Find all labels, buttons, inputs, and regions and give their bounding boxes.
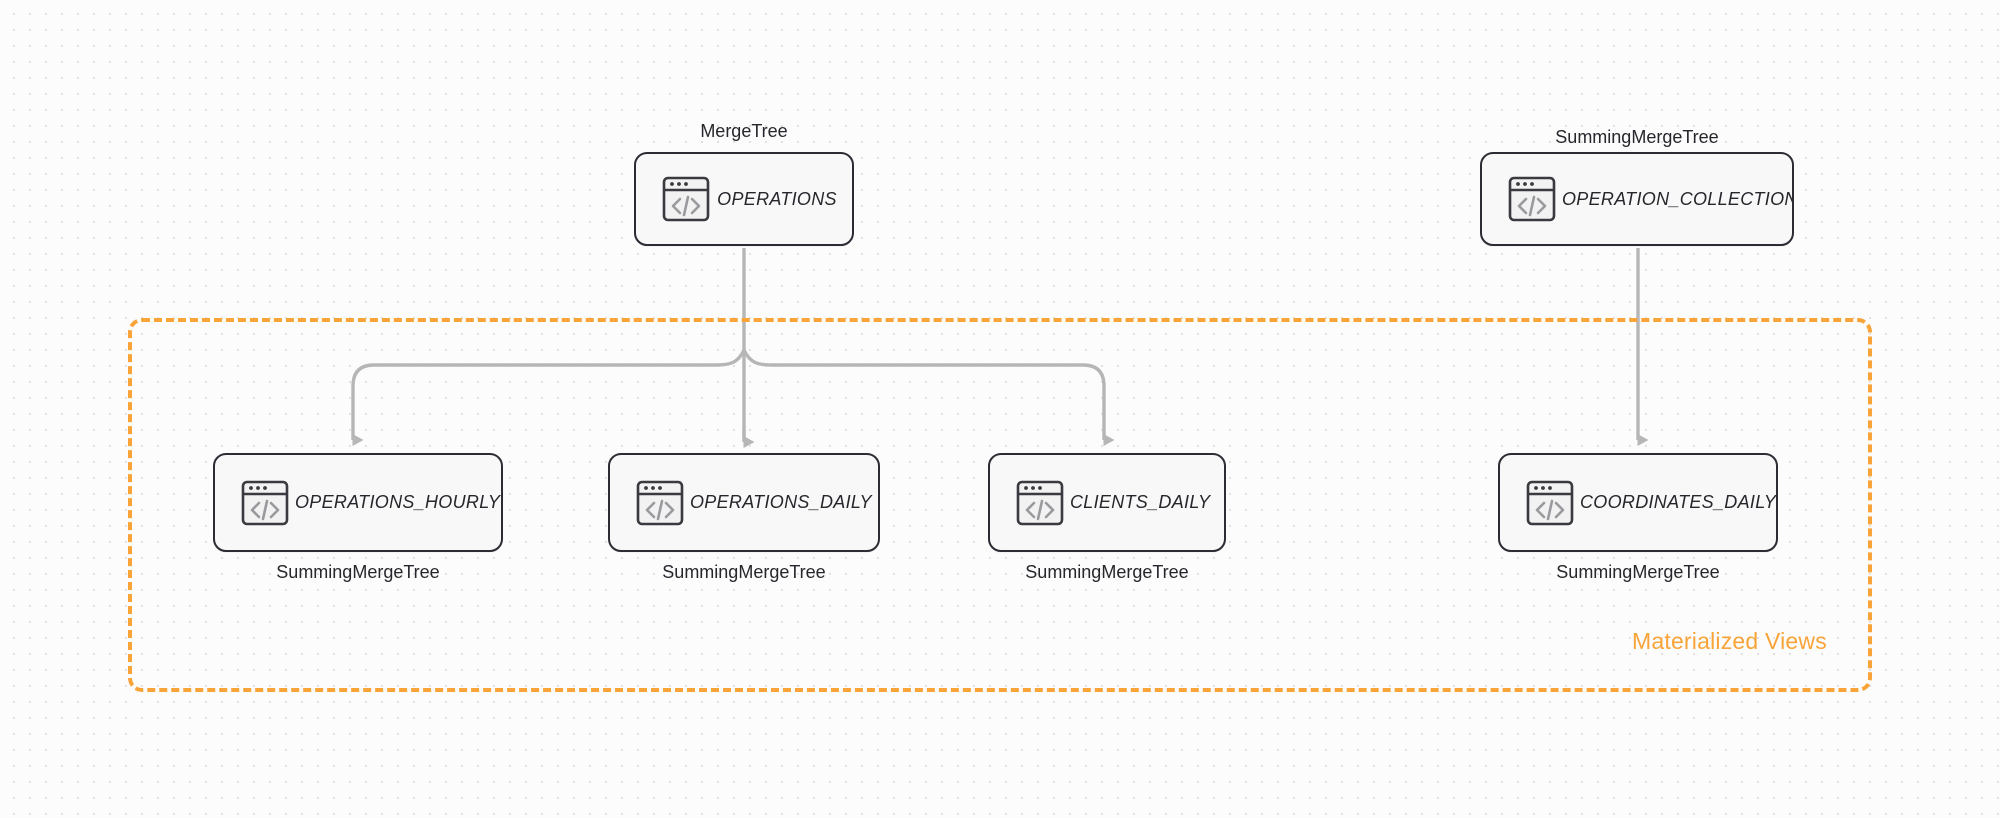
table-node-operations-hourly[interactable]: OPERATIONS_HOURLY (213, 453, 503, 552)
code-window-icon (662, 176, 710, 222)
code-window-icon (1016, 480, 1064, 525)
engine-caption-operations-hourly: SummingMergeTree (276, 562, 440, 582)
table-node-title: COORDINATES_DAILY (1580, 492, 1776, 512)
table-node-clients-daily[interactable]: CLIENTS_DAILY (988, 453, 1226, 552)
table-node-operations[interactable]: OPERATIONS (634, 152, 854, 246)
engine-caption-coordinates-daily: SummingMergeTree (1556, 562, 1720, 582)
table-node-operation-collection[interactable]: OPERATION_COLLECTION (1480, 152, 1794, 246)
table-node-title: OPERATION_COLLECTION (1562, 188, 1792, 209)
table-node-title: OPERATIONS_HOURLY (295, 492, 501, 512)
code-window-icon (1508, 176, 1556, 222)
table-node-title: OPERATIONS (717, 188, 837, 209)
code-window-icon (1526, 480, 1574, 525)
table-node-operations-daily[interactable]: OPERATIONS_DAILY (608, 453, 880, 552)
engine-caption-operations-daily: SummingMergeTree (662, 562, 826, 582)
table-node-title: OPERATIONS_DAILY (690, 492, 872, 512)
engine-caption-operations: MergeTree (700, 121, 788, 141)
engine-caption-operation-collection: SummingMergeTree (1555, 127, 1719, 147)
materialized-views-group (128, 318, 1872, 692)
table-node-title: CLIENTS_DAILY (1070, 492, 1211, 512)
materialized-views-label: Materialized Views (1632, 628, 1827, 654)
engine-caption-clients-daily: SummingMergeTree (1025, 562, 1189, 582)
table-node-coordinates-daily[interactable]: COORDINATES_DAILY (1498, 453, 1778, 552)
code-window-icon (241, 480, 289, 525)
code-window-icon (636, 480, 684, 525)
